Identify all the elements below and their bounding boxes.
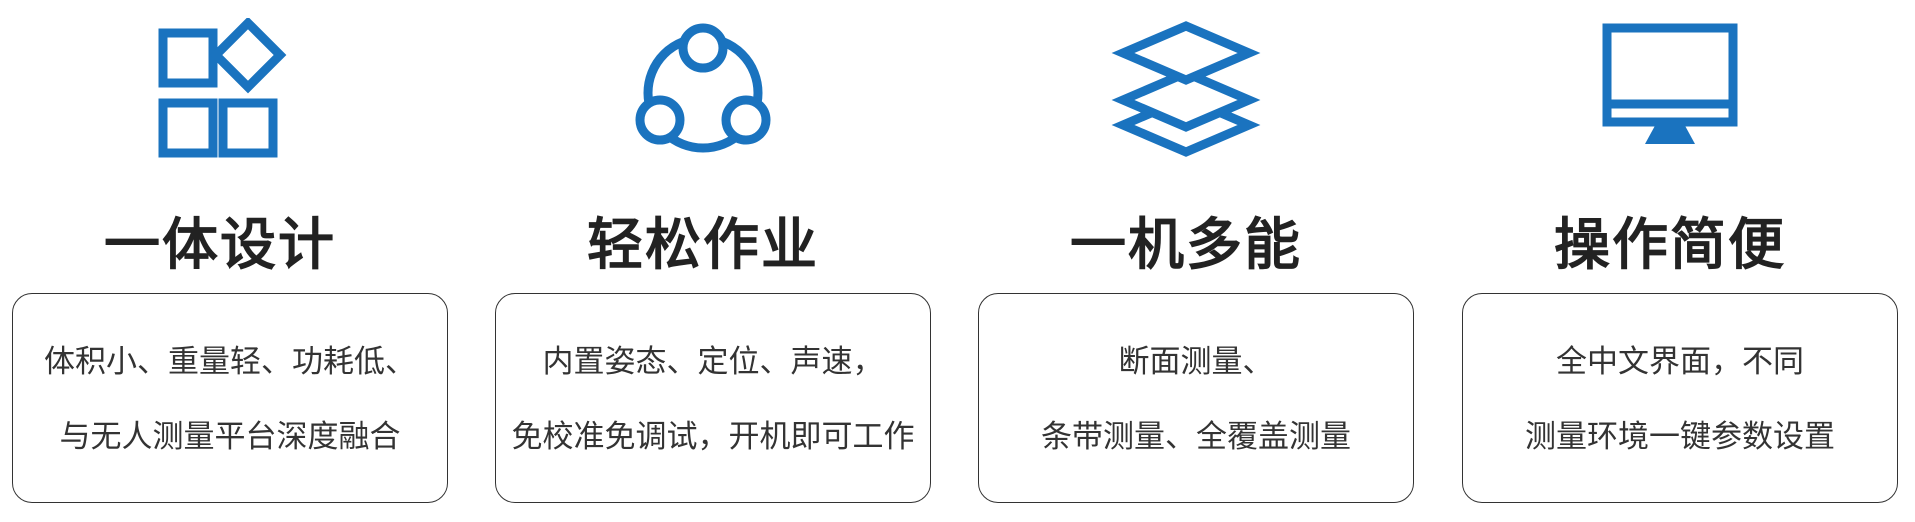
monitor-icon (1595, 18, 1745, 158)
feature-description-line: 体积小、重量轻、功耗低、 (44, 344, 416, 380)
feature-description-line: 全中文界面，不同 (1556, 344, 1804, 380)
feature-easy-operation: 轻松作业 内置姿态、定位、声速， 免校准免调试，开机即可工作 (483, 0, 931, 522)
share-nodes-icon (628, 18, 778, 158)
apps-grid-icon (145, 18, 295, 158)
feature-title: 轻松作业 (587, 213, 819, 278)
feature-description-line: 内置姿态、定位、声速， (542, 344, 884, 380)
feature-simple-operation: 操作简便 全中文界面，不同 测量环境一键参数设置 (1450, 0, 1898, 522)
feature-title: 一体设计 (104, 213, 336, 278)
feature-multi-function: 一机多能 断面测量、 条带测量、全覆盖测量 (966, 0, 1414, 522)
feature-description-line: 测量环境一键参数设置 (1525, 419, 1835, 455)
feature-description-line: 条带测量、全覆盖测量 (1041, 419, 1351, 455)
feature-description-line: 免校准免调试，开机即可工作 (511, 419, 915, 455)
feature-description-box: 体积小、重量轻、功耗低、 与无人测量平台深度融合 (12, 293, 448, 503)
feature-description-line: 断面测量、 (1118, 344, 1274, 380)
feature-description-box: 内置姿态、定位、声速， 免校准免调试，开机即可工作 (495, 293, 931, 503)
feature-description-box: 全中文界面，不同 测量环境一键参数设置 (1462, 293, 1898, 503)
feature-integrated-design: 一体设计 体积小、重量轻、功耗低、 与无人测量平台深度融合 (0, 0, 448, 522)
feature-title: 一机多能 (1070, 213, 1302, 278)
feature-title: 操作简便 (1554, 213, 1786, 278)
layers-icon (1111, 18, 1261, 158)
feature-description-line: 与无人测量平台深度融合 (59, 419, 401, 455)
feature-description-box: 断面测量、 条带测量、全覆盖测量 (978, 293, 1414, 503)
